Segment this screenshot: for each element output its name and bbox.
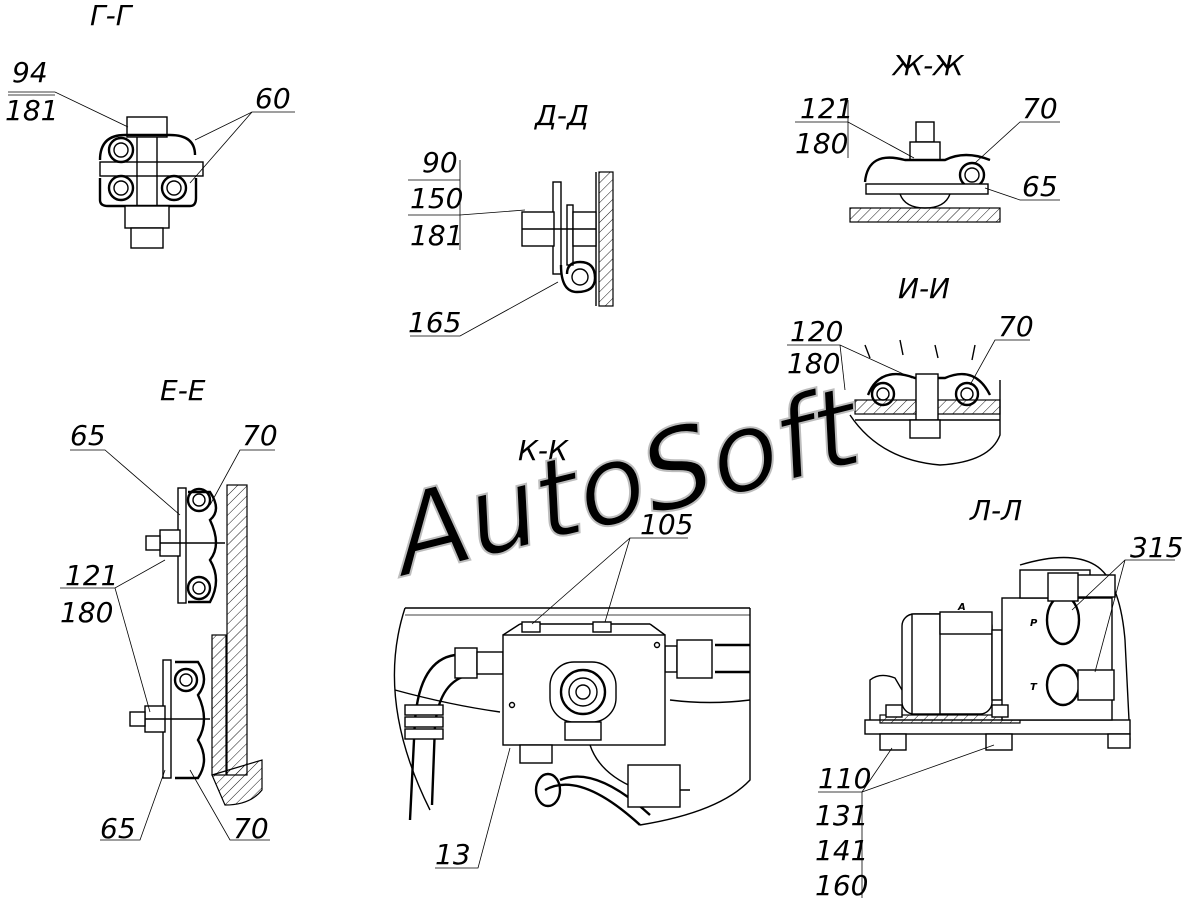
section-d-d: Д-Д 90 150 181 165 [408, 99, 614, 339]
label-13: 13 [435, 838, 471, 871]
label-110: 110 [818, 762, 871, 795]
pipe-e-2 [186, 575, 212, 601]
section-i-i: И-И 120 180 70 [787, 272, 1034, 466]
section-l-l: Л-Л A P T 315 [815, 494, 1183, 900]
section-title-g-g: Г-Г [90, 0, 134, 32]
label-105: 105 [640, 508, 693, 541]
hose-right-k [715, 643, 750, 674]
bolt-110-1 [879, 733, 907, 751]
bolt-end-zh [915, 121, 935, 143]
hose-bottom-k [544, 783, 641, 826]
label-94: 94 [12, 56, 48, 89]
section-title-zh-zh: Ж-Ж [891, 49, 965, 82]
bolt-105-2 [592, 621, 612, 633]
label-65: 65 [1022, 170, 1058, 203]
pipe-g-1 [107, 136, 135, 164]
bolt-end-g [130, 227, 164, 249]
label-65: 65 [70, 419, 106, 452]
label-181: 181 [410, 219, 463, 252]
base-zh [849, 207, 1001, 223]
pipe-e-1 [186, 487, 212, 513]
view-boundary-k [393, 607, 751, 826]
bolt-head-top [126, 116, 168, 138]
nut-g [124, 205, 170, 229]
section-title-e-e: Е-Е [160, 374, 206, 407]
pipe-ii-2 [954, 381, 980, 407]
fitting-left-k [454, 647, 478, 679]
label-180: 180 [60, 596, 113, 629]
label-60: 60 [255, 82, 291, 115]
port-p-label: P [1030, 618, 1038, 629]
section-k-k: К-К [393, 434, 751, 871]
section-e-e: Е-Е 65 70 121 180 65 70 [60, 374, 278, 845]
label-70: 70 [1022, 92, 1058, 125]
section-title-k-k: К-К [518, 434, 569, 467]
fitting-t [1077, 669, 1115, 701]
watermark-text: AutoSoft [374, 361, 875, 602]
nut-zh [909, 141, 941, 161]
pipe-e-3 [173, 667, 199, 693]
pipe-clip-d [559, 260, 597, 294]
label-70: 70 [233, 812, 269, 845]
bolt-105-1 [521, 621, 541, 633]
label-165: 165 [408, 306, 461, 339]
label-121: 121 [800, 92, 853, 125]
label-121: 121 [65, 559, 118, 592]
section-zh-zh: Ж-Ж 121 180 70 65 [795, 49, 1060, 223]
view-boundary-l [1019, 556, 1131, 741]
label-70: 70 [998, 310, 1034, 343]
label-70: 70 [242, 419, 278, 452]
label-65: 65 [100, 812, 136, 845]
nut-ii [909, 419, 941, 439]
wall-d [598, 171, 614, 307]
label-315: 315 [1130, 531, 1183, 564]
hose-sleeve-k [627, 764, 681, 808]
label-90: 90 [422, 146, 458, 179]
plate-zh [865, 183, 989, 195]
label-160: 160 [815, 869, 868, 900]
pipe-g-2 [107, 174, 135, 202]
clamp-strip-g [99, 161, 204, 177]
bolt-110-2 [985, 733, 1013, 751]
pipe-g-3 [160, 174, 188, 202]
port-a-label: A [957, 602, 966, 613]
section-title-l-l: Л-Л [969, 494, 1022, 527]
label-150: 150 [410, 182, 463, 215]
clamp-upper-g [98, 133, 197, 161]
manifold-l [1001, 597, 1113, 721]
break-line-ii [849, 380, 1001, 466]
section-title-i-i: И-И [898, 272, 950, 305]
section-g-g: Г-Г 94 181 60 [5, 0, 295, 249]
clamp-lower-g [98, 178, 198, 208]
pipe-ii-1 [870, 381, 896, 407]
label-181: 181 [5, 94, 58, 127]
label-180: 180 [787, 347, 840, 380]
section-title-d-d: Д-Д [533, 99, 589, 132]
fitting-right-k [676, 639, 713, 679]
clamp-zh [863, 153, 991, 183]
label-141: 141 [815, 834, 868, 867]
wall-e [226, 484, 248, 776]
label-120: 120 [790, 315, 843, 348]
port-t-label: T [1030, 682, 1038, 693]
label-131: 131 [815, 799, 868, 832]
wall-foot-e [211, 759, 263, 806]
label-180: 180 [795, 127, 848, 160]
